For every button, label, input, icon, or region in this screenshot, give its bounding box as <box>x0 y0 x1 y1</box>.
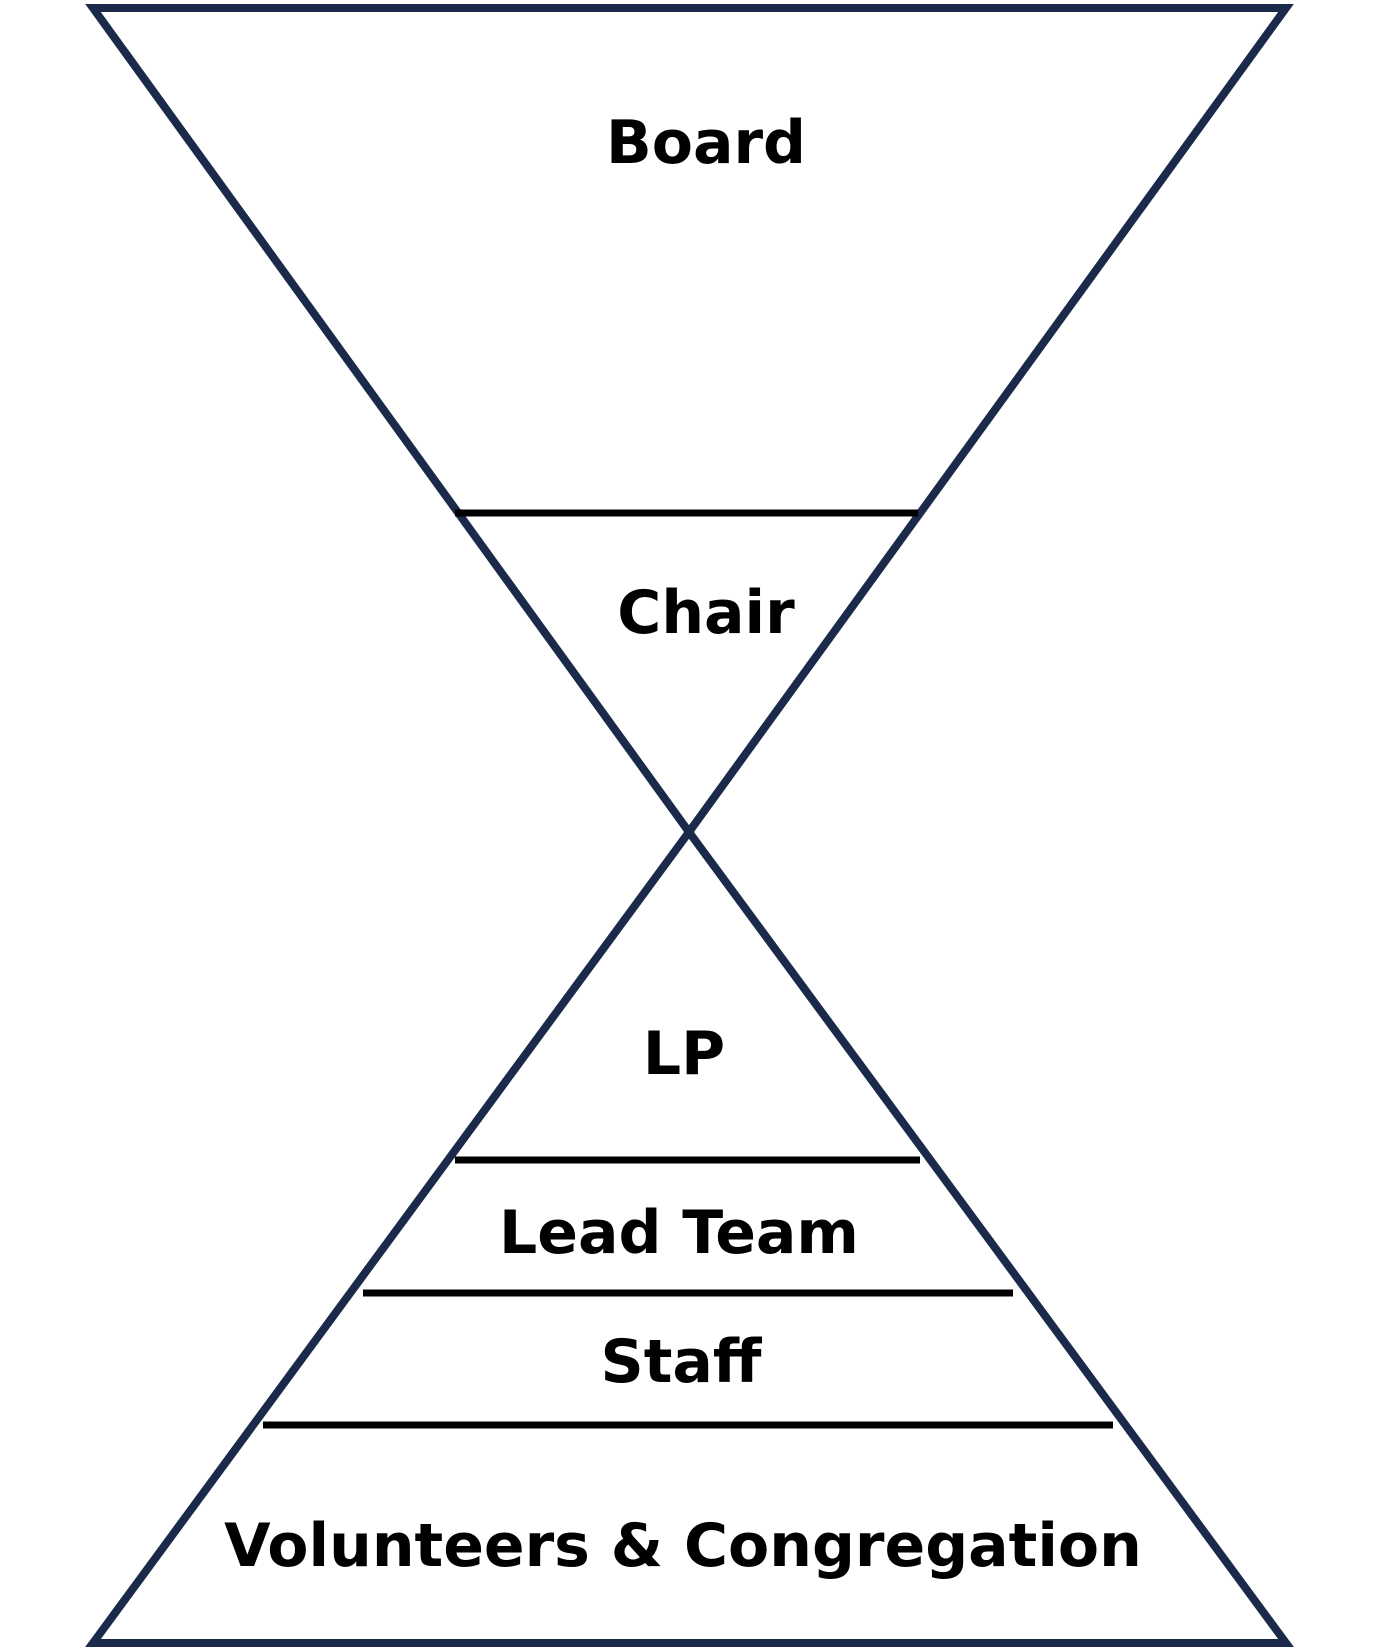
top-triangle-outline <box>85 3 1294 839</box>
board-label: Board <box>606 108 806 178</box>
lead-team-label: Lead Team <box>499 1198 859 1268</box>
bottom-triangle-outline <box>85 825 1294 1647</box>
volunteers-congregation-label: Volunteers & Congregation <box>224 1511 1142 1581</box>
chair-label: Chair <box>617 578 795 648</box>
lp-label: LP <box>643 1019 725 1089</box>
staff-label: Staff <box>601 1327 763 1397</box>
